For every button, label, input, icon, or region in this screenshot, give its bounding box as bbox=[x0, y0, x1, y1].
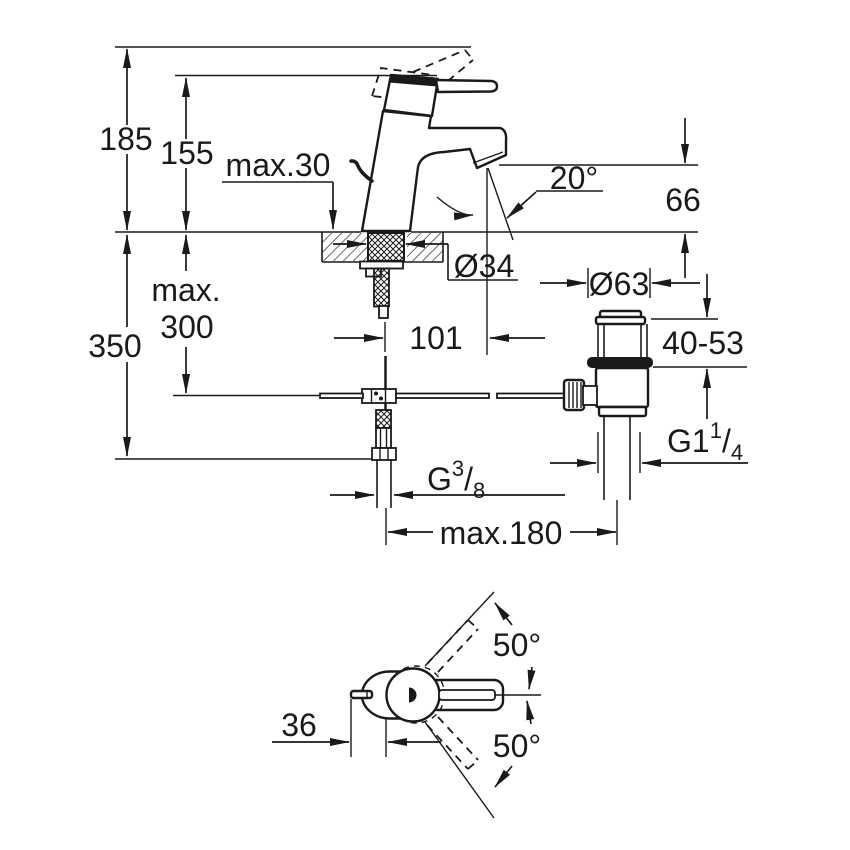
handle-top-strip bbox=[389, 75, 438, 87]
supply-connections bbox=[319, 232, 566, 545]
swivel-angle-arrows bbox=[494, 602, 536, 788]
waste-body bbox=[594, 366, 650, 409]
dim-hose-max-label: max. bbox=[151, 272, 220, 308]
dim-36-lines bbox=[272, 699, 441, 757]
dim-lever-rear-offset: 36 bbox=[281, 707, 317, 743]
flex-hose-braid-upper bbox=[373, 267, 390, 308]
waste-flange-seal bbox=[587, 357, 653, 368]
pop-up-rod-right bbox=[496, 392, 566, 399]
dim-spout-reach: 101 bbox=[409, 320, 462, 356]
threaded-shank bbox=[367, 232, 405, 262]
knob-connector bbox=[582, 385, 598, 406]
aerator-face-line bbox=[472, 151, 504, 164]
dim-swivel-down: 50° bbox=[493, 728, 541, 764]
dim-deck-thickness: max.30 bbox=[226, 147, 331, 183]
spout-angle-line bbox=[487, 167, 514, 241]
topview-popup-pin bbox=[349, 689, 374, 700]
dim-hose-max-value: 300 bbox=[160, 309, 213, 345]
dim-waste-height-range: 40-53 bbox=[662, 325, 744, 361]
deck-hatch-right bbox=[407, 233, 443, 261]
handle-lever bbox=[434, 78, 499, 94]
side-view: 185 155 max.30 20° 66 Ø34 Ø63 max. 300 3… bbox=[88, 46, 748, 551]
pop-up-waste bbox=[562, 309, 653, 545]
pop-up-rod-left bbox=[319, 392, 364, 399]
connector-nut bbox=[371, 447, 397, 461]
faucet-body bbox=[360, 109, 508, 233]
swivel-line-down bbox=[424, 721, 495, 819]
deck-cross-section bbox=[321, 232, 444, 263]
dim-rod-reach: max.180 bbox=[440, 515, 563, 551]
pop-up-hook bbox=[349, 159, 374, 183]
dimension-annotations bbox=[123, 48, 748, 536]
dim-waste-flange-diameter: Ø63 bbox=[589, 266, 649, 302]
hose-tube bbox=[378, 305, 389, 319]
dim-height-total: 185 bbox=[99, 121, 152, 157]
hose-connector bbox=[375, 427, 392, 449]
top-view: 36 50° 50° bbox=[272, 591, 541, 819]
mounting-washer bbox=[359, 260, 404, 270]
dim-spout-outlet-height: 66 bbox=[665, 182, 701, 218]
topview-stem-dot bbox=[409, 687, 417, 703]
deck-hatch-left bbox=[322, 233, 367, 261]
lever-swivelled-dashed bbox=[426, 619, 479, 770]
dim-height-to-handle: 155 bbox=[160, 135, 213, 171]
pop-up-rod-mid bbox=[395, 392, 490, 399]
dim-swivel-up: 50° bbox=[493, 627, 541, 663]
waste-ring bbox=[597, 405, 648, 418]
dim-spout-angle: 20° bbox=[550, 160, 598, 196]
faucet-body-group bbox=[349, 49, 514, 355]
dim-body-diameter: Ø34 bbox=[454, 248, 514, 284]
dim-waste-thread: G11/4 bbox=[667, 418, 743, 465]
waste-plug-lip bbox=[594, 315, 647, 326]
dim-supply-depth: 350 bbox=[88, 328, 141, 364]
topview-lever-slot bbox=[438, 689, 496, 701]
flex-hose-braid-lower bbox=[375, 409, 392, 429]
angle-arc-arrow bbox=[436, 196, 474, 221]
dim-supply-thread: G3/8 bbox=[427, 456, 485, 503]
reference-lines bbox=[115, 46, 698, 460]
rod-tee-coupling bbox=[361, 388, 397, 404]
